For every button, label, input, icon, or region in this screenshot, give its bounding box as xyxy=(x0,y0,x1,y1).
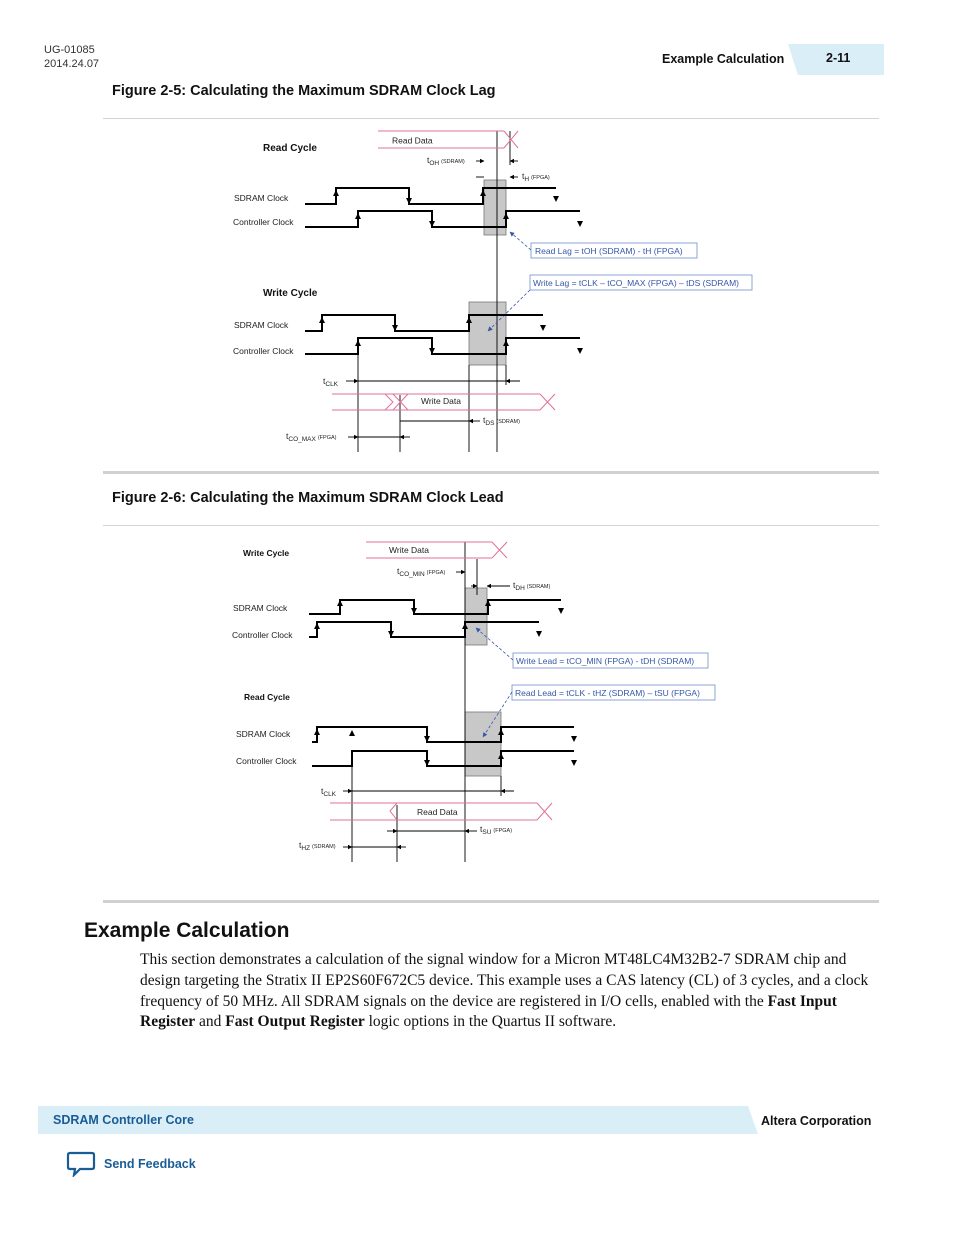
write-lag-formula: Write Lag = tCLK – tCO_MAX (FPGA) – tDS … xyxy=(533,278,739,288)
svg-text:Controller Clock: Controller Clock xyxy=(233,346,294,356)
svg-text:tSU(FPGA): tSU(FPGA) xyxy=(480,824,512,836)
write-cycle-label: Write Cycle xyxy=(263,288,318,299)
svg-text:tHZ(SDRAM): tHZ(SDRAM) xyxy=(299,840,336,852)
svg-text:tCO_MAX(FPGA): tCO_MAX(FPGA) xyxy=(286,431,337,443)
read-data-label: Read Data xyxy=(392,136,433,146)
page-number-tab xyxy=(788,44,884,75)
svg-text:Read Cycle: Read Cycle xyxy=(244,692,290,702)
ui-term: Fast Output Register xyxy=(225,1013,365,1031)
diagram-clock-lag: Read Data tOH(SDRAM) tH(FPGA) Read Cycle… xyxy=(233,130,753,452)
figure-top-rule xyxy=(103,525,879,526)
page-number: 2-11 xyxy=(826,51,851,65)
write-window-box xyxy=(468,301,507,366)
svg-text:tCLK: tCLK xyxy=(323,376,339,388)
read-cycle-label: Read Cycle xyxy=(263,143,317,154)
ui-term: Fast Input Register xyxy=(140,992,837,1031)
figure-caption-2-5: Figure 2-5: Calculating the Maximum SDRA… xyxy=(112,83,496,99)
svg-text:tCLK: tCLK xyxy=(321,786,337,798)
svg-text:tH(FPGA): tH(FPGA) xyxy=(522,171,550,183)
header-section-title: Example Calculation xyxy=(662,52,785,66)
svg-text:tDS(SDRAM): tDS(SDRAM) xyxy=(483,415,520,427)
read-lag-formula: Read Lag = tOH (SDRAM) - tH (FPGA) xyxy=(535,246,683,256)
figure-bottom-rule xyxy=(103,900,879,903)
svg-text:Controller Clock: Controller Clock xyxy=(232,630,293,640)
doc-date: 2014.24.07 xyxy=(44,58,100,70)
figure-bottom-rule xyxy=(103,471,879,474)
send-feedback-link[interactable]: Send Feedback xyxy=(66,1151,196,1177)
speech-bubble-icon xyxy=(66,1151,96,1177)
svg-text:Write Data: Write Data xyxy=(389,545,429,555)
sdram-clock-label: SDRAM Clock xyxy=(234,193,289,203)
controller-clock-label: Controller Clock xyxy=(233,217,294,227)
section-heading: Example Calculation xyxy=(84,919,290,942)
footer-doc-title: SDRAM Controller Core xyxy=(53,1113,194,1127)
svg-text:Write Cycle: Write Cycle xyxy=(243,548,289,558)
svg-text:SDRAM Clock: SDRAM Clock xyxy=(233,603,288,613)
footer-company: Altera Corporation xyxy=(761,1114,872,1128)
svg-text:Read Data: Read Data xyxy=(417,807,458,817)
send-feedback-label[interactable]: Send Feedback xyxy=(104,1157,196,1171)
body-paragraph: This section demonstrates a calculation … xyxy=(140,951,869,1031)
doc-id-block: UG-01085 2014.24.07 xyxy=(44,43,99,71)
svg-text:tDH(SDRAM): tDH(SDRAM) xyxy=(513,580,550,592)
svg-text:tCO_MIN(FPGA): tCO_MIN(FPGA) xyxy=(397,566,445,578)
svg-text:Write Lead = tCO_MIN (FPGA) -: Write Lead = tCO_MIN (FPGA) - tDH (SDRAM… xyxy=(516,656,694,666)
svg-text:SDRAM Clock: SDRAM Clock xyxy=(236,729,291,739)
figure-top-rule xyxy=(103,118,879,119)
read-window-box xyxy=(483,179,507,236)
svg-text:SDRAM Clock: SDRAM Clock xyxy=(234,320,289,330)
svg-text:Controller Clock: Controller Clock xyxy=(236,756,297,766)
write-data-label: Write Data xyxy=(421,396,461,406)
footer-band xyxy=(38,1106,758,1134)
figure-caption-2-6: Figure 2-6: Calculating the Maximum SDRA… xyxy=(112,490,504,506)
svg-text:tOH(SDRAM): tOH(SDRAM) xyxy=(427,155,465,167)
diagram-clock-lead: Write Cycle Write Data tCO_MIN(FPGA) tDH… xyxy=(232,541,716,862)
svg-text:Read Lead = tCLK - tHZ (SDRAM): Read Lead = tCLK - tHZ (SDRAM) – tSU (FP… xyxy=(515,688,700,698)
doc-id: UG-01085 xyxy=(44,44,95,56)
